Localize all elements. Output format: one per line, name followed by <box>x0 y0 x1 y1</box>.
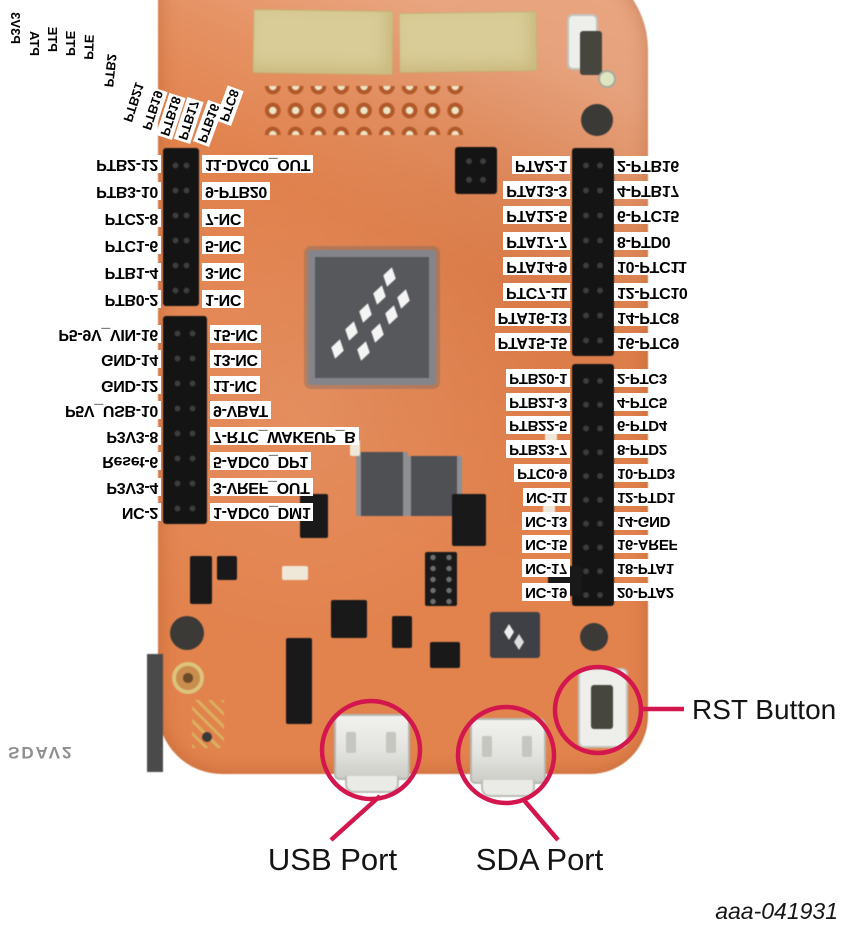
ic-chip <box>356 452 408 516</box>
screw-hole <box>172 662 204 694</box>
component <box>430 642 460 668</box>
usb-port-connector <box>334 714 410 793</box>
sda-port-label: SDA Port <box>475 842 604 877</box>
sda-port-circle <box>455 704 557 806</box>
component <box>392 616 412 648</box>
test-pad <box>598 70 616 88</box>
header-top-right <box>572 148 614 356</box>
smd-pad <box>282 566 308 580</box>
header-2x2 <box>455 147 497 194</box>
swd-header <box>425 552 457 606</box>
figure-id: aaa-041931 <box>715 898 838 924</box>
component <box>331 600 367 638</box>
mounting-hole-bottom-right <box>580 623 608 651</box>
usb-leader-line <box>329 794 382 842</box>
edge-component <box>147 654 163 772</box>
component <box>217 556 237 580</box>
header-bottom-right <box>572 364 614 606</box>
usb-port-label: USB Port <box>267 842 398 877</box>
mounting-hole-top-right <box>581 104 613 136</box>
rst-button-label: RST Button <box>692 694 837 725</box>
usb-port-circle <box>319 698 423 802</box>
header-footprint-holes <box>261 86 467 135</box>
sda-port-connector <box>470 718 546 797</box>
header-top-left <box>163 148 199 306</box>
jumper-block <box>190 556 212 604</box>
rst-button-circle <box>552 664 644 756</box>
component <box>286 638 312 724</box>
sda-leader-line <box>521 797 560 842</box>
smd-pad <box>350 440 360 456</box>
fiducial-dot <box>202 732 212 742</box>
opensda-chip <box>490 612 540 658</box>
user-button <box>567 14 602 75</box>
header-mid-left <box>163 316 207 524</box>
mcu-chip <box>308 250 436 385</box>
ic-chip <box>406 456 462 516</box>
jumper-block <box>452 494 486 546</box>
mounting-hole-bottom-left <box>170 616 204 650</box>
